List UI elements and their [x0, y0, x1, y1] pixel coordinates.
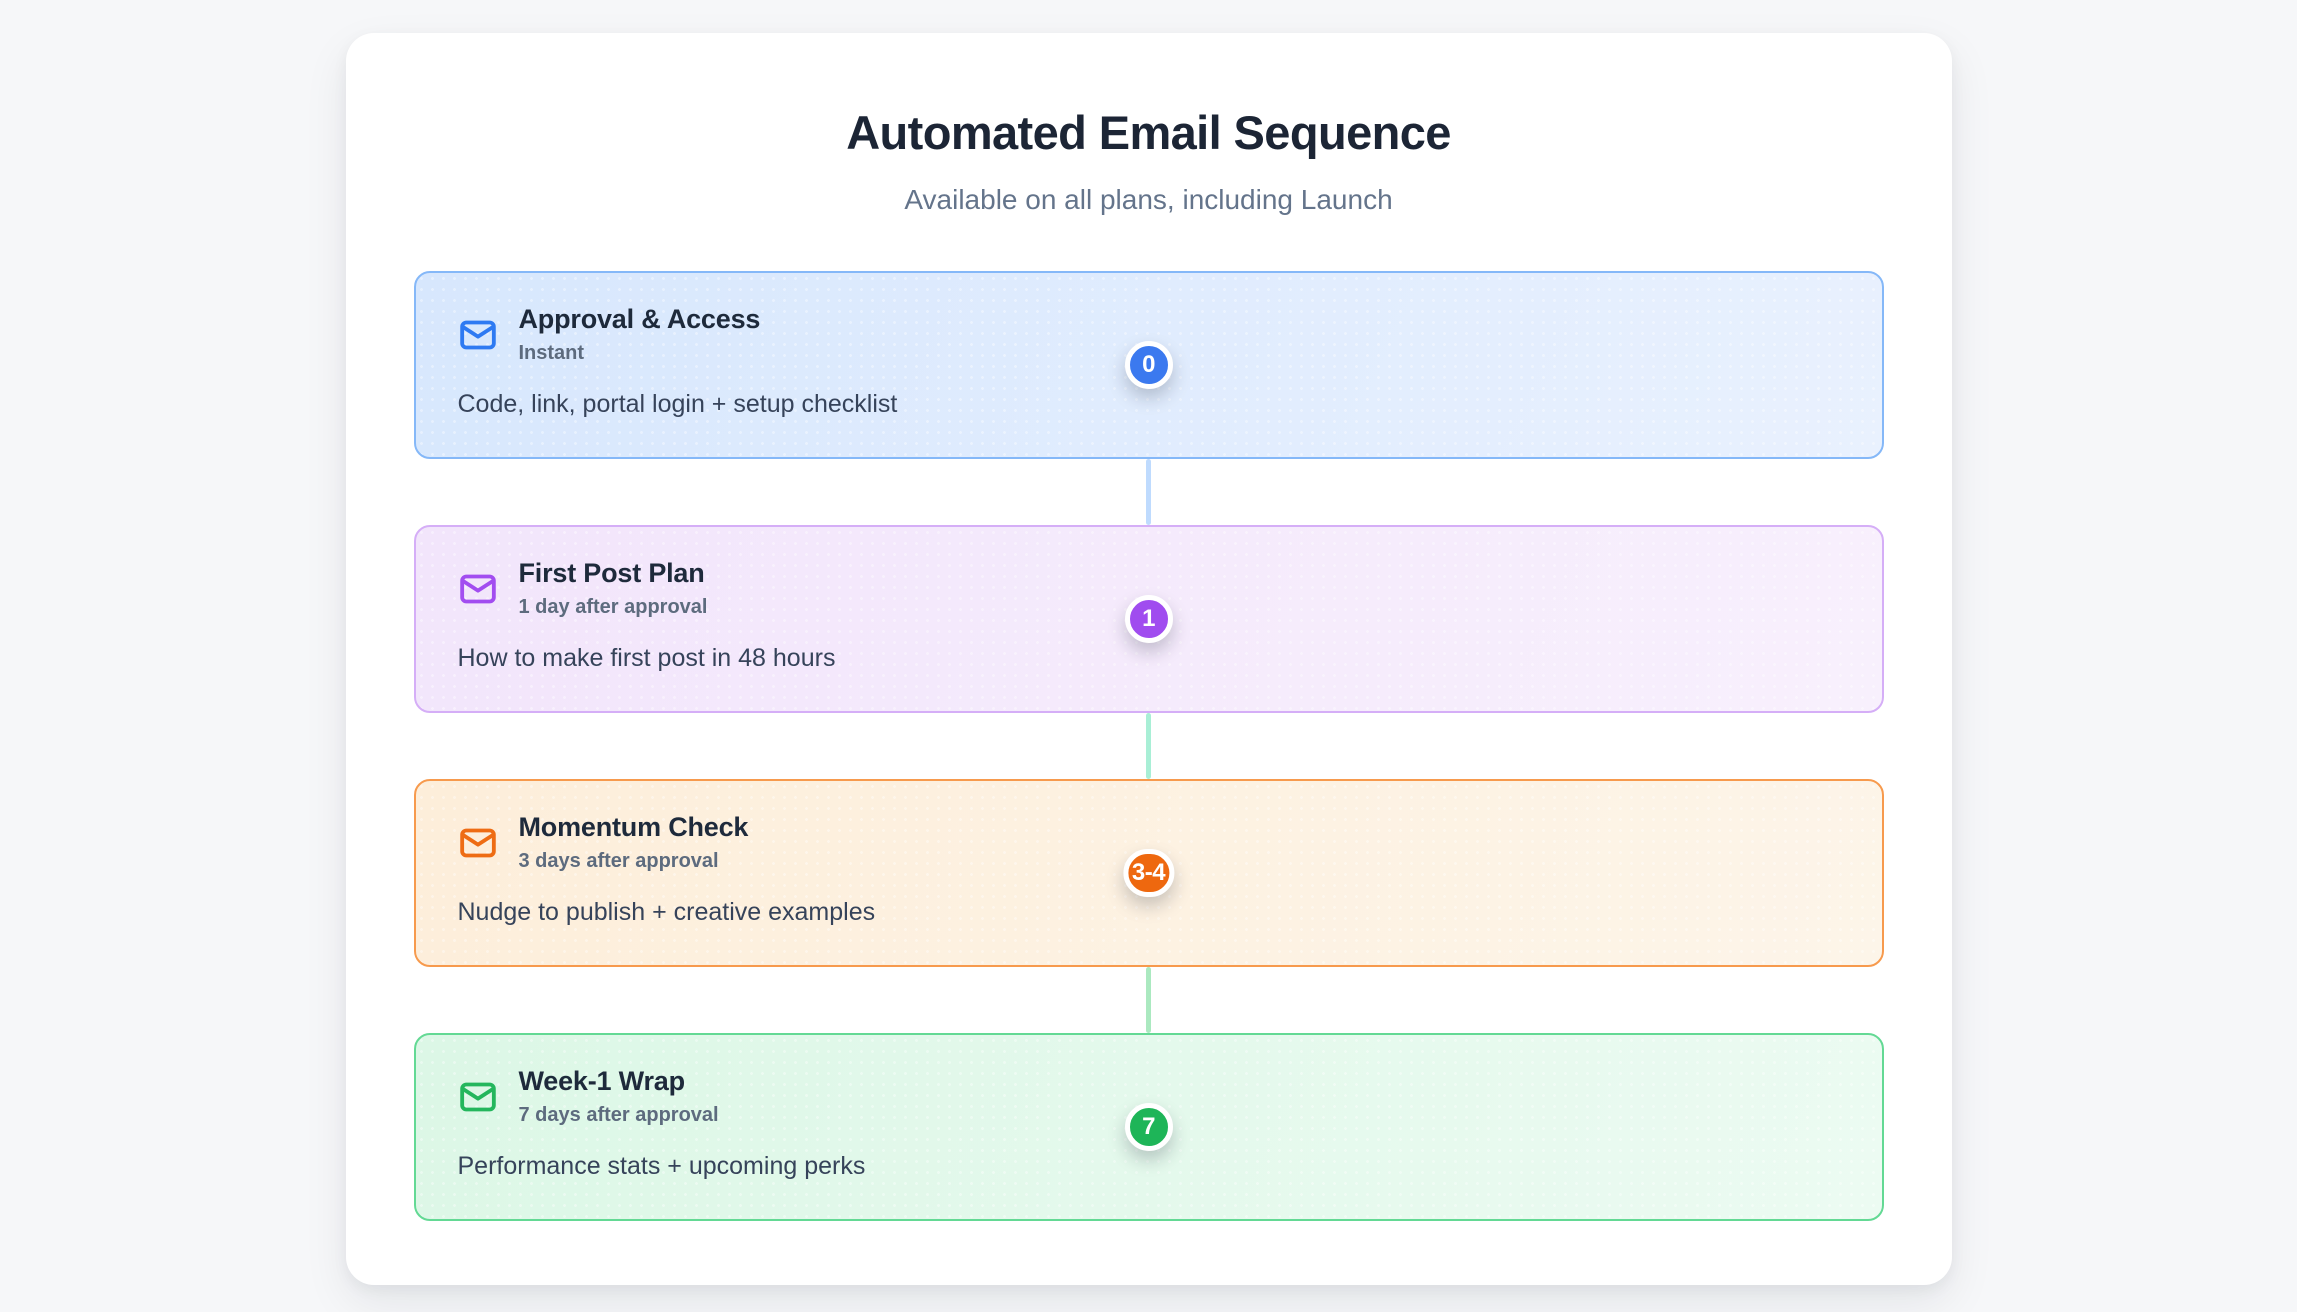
- email-card-momentum-check: Momentum Check 3 days after approval Nud…: [413, 779, 1884, 967]
- email-description: Code, link, portal login + setup checkli…: [457, 390, 898, 418]
- card-header: Week-1 Wrap 7 days after approval: [458, 1066, 1840, 1127]
- email-title: Approval & Access: [518, 304, 761, 334]
- email-sequence-panel: Automated Email Sequence Available on al…: [345, 33, 1952, 1285]
- email-description: How to make first post in 48 hours: [457, 644, 836, 672]
- email-description: Nudge to publish + creative examples: [457, 898, 876, 926]
- page-subtitle: Available on all plans, including Launch: [904, 184, 1393, 215]
- email-timeline: Approval & Access Instant Code, link, po…: [413, 271, 1884, 1221]
- email-description: Performance stats + upcoming perks: [457, 1152, 866, 1180]
- email-timing: Instant: [518, 342, 585, 364]
- email-card-first-post-plan: First Post Plan 1 day after approval How…: [413, 525, 1884, 713]
- email-timing: 3 days after approval: [518, 850, 719, 872]
- card-header: First Post Plan 1 day after approval: [458, 558, 1840, 619]
- email-timing: 7 days after approval: [518, 1104, 719, 1126]
- email-card-approval-access: Approval & Access Instant Code, link, po…: [413, 271, 1884, 459]
- mail-icon: [458, 823, 498, 863]
- connector-line: [1146, 967, 1151, 1033]
- connector-line: [1146, 713, 1151, 779]
- email-title: Momentum Check: [518, 812, 749, 842]
- card-title-group: Momentum Check 3 days after approval: [519, 812, 749, 873]
- card-title-group: Approval & Access Instant: [519, 304, 761, 365]
- card-title-group: First Post Plan 1 day after approval: [519, 558, 708, 619]
- mail-icon: [458, 569, 498, 609]
- day-badge: 3-4: [1122, 849, 1175, 897]
- day-badge: 0: [1124, 341, 1173, 389]
- email-timing: 1 day after approval: [518, 596, 708, 618]
- page-title: Automated Email Sequence: [846, 106, 1451, 159]
- card-header: Approval & Access Instant: [458, 304, 1840, 365]
- mail-icon: [458, 315, 498, 355]
- email-title: First Post Plan: [518, 558, 705, 588]
- email-card-week-1-wrap: Week-1 Wrap 7 days after approval Perfor…: [413, 1033, 1884, 1221]
- day-badge: 1: [1124, 595, 1173, 643]
- card-title-group: Week-1 Wrap 7 days after approval: [519, 1066, 719, 1127]
- card-header: Momentum Check 3 days after approval: [458, 812, 1840, 873]
- mail-icon: [458, 1077, 498, 1117]
- connector-line: [1146, 459, 1151, 525]
- day-badge: 7: [1124, 1103, 1173, 1151]
- email-title: Week-1 Wrap: [518, 1066, 686, 1096]
